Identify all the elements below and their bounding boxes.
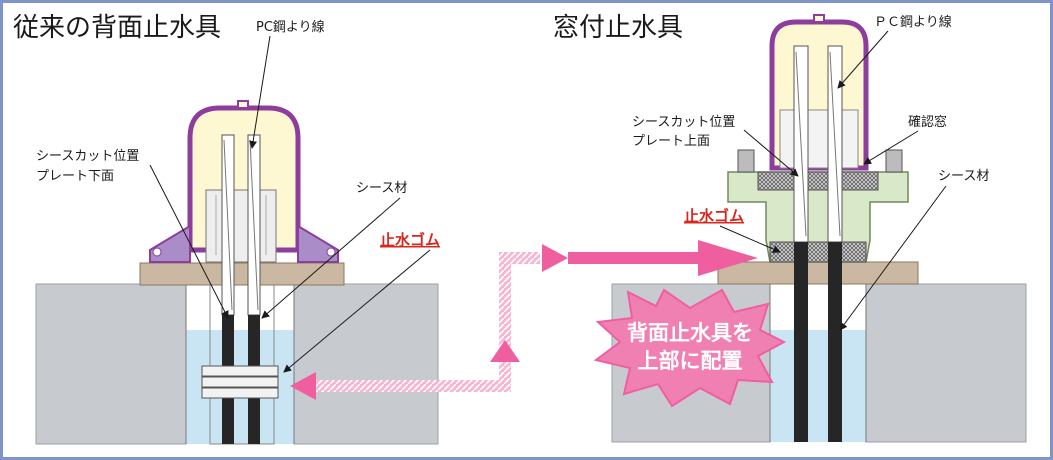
right-confirmation-window [779,109,859,169]
right-wedge-plate [757,171,879,191]
diagram-canvas: 従来の背面止水具 [13,13,1027,445]
callout-line-1: 背面止水具を [627,321,753,345]
right-bolt-left [737,149,755,173]
arrow-head-left [290,372,316,400]
arrow-head-up [490,340,520,362]
right-rubber-seal [769,241,867,263]
right-title: 窓付止水具 [553,13,683,43]
callout-line-2: 上部に配置 [638,349,743,373]
arrow-head-right [698,240,758,276]
right-label-cut-position: シースカット位置 [632,115,735,130]
right-label-rubber: 止水ゴム [684,207,744,225]
left-rubber-seal [201,365,279,399]
relocation-arrow [290,240,758,400]
left-title: 従来の背面止水具 [13,13,221,43]
right-diagram: 窓付止水具 ＰＣ鋼より線 [553,13,1027,443]
left-label-plate-bottom: プレート下面 [36,169,114,184]
left-label-pc-strand: PC鋼より線 [256,19,325,35]
right-bolt-right [885,149,903,173]
right-label-pc-strand: ＰＣ鋼より線 [874,14,952,30]
left-label-sheath: シース材 [356,181,407,196]
right-concrete-block-right [865,283,1027,443]
right-water [770,330,866,442]
arrow-shaft-right [568,252,698,264]
left-label-rubber: 止水ゴム [380,231,440,249]
left-concrete-block-left [35,283,187,445]
callout-burst: 背面止水具を 上部に配置 [593,288,787,408]
right-label-window: 確認窓 [908,114,947,130]
right-label-plate-top: プレート上面 [632,134,710,149]
left-label-cut-position: シースカット位置 [36,149,139,164]
arrow-head-right-small [542,244,568,272]
left-anchor-head [205,189,277,263]
right-pc-strands [793,45,843,442]
left-concrete-block-right [293,283,439,445]
left-pc-strands [221,134,261,444]
right-label-sheath: シース材 [938,169,989,184]
left-diagram: 従来の背面止水具 [13,13,440,445]
left-bearing-plate [139,262,345,286]
